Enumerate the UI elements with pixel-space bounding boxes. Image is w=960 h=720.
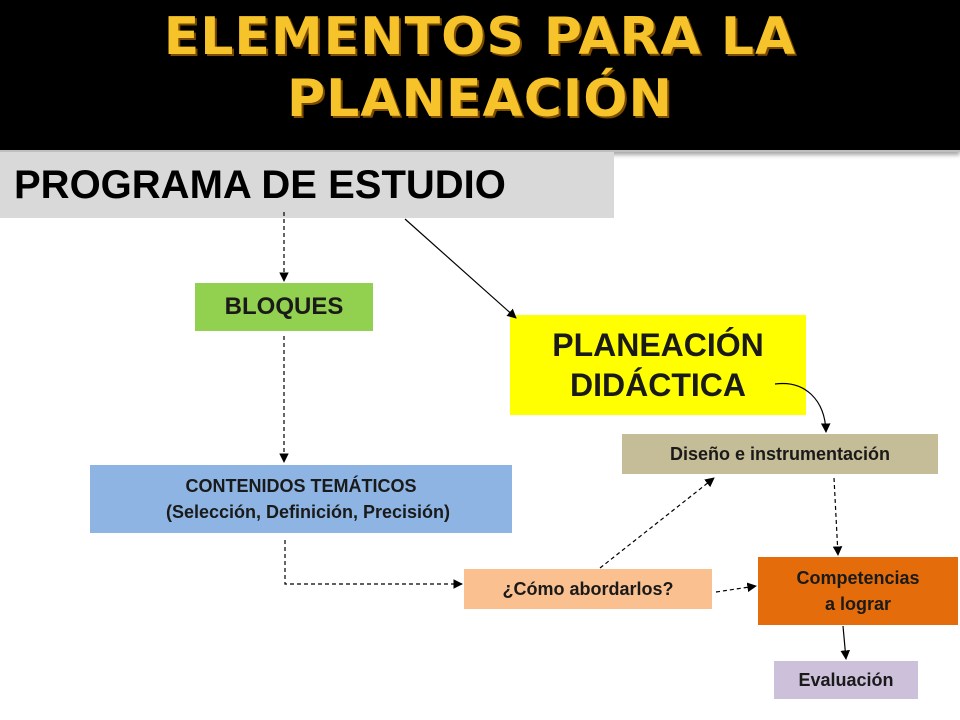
arrow-programa-to-planeacion	[404, 218, 517, 319]
planeacion-line-2: DIDÁCTICA	[570, 367, 746, 403]
programa-de-estudio-label: PROGRAMA DE ESTUDIO	[0, 152, 614, 218]
competencias-box: Competencias a lograr	[758, 557, 958, 625]
planeacion-line-1: PLANEACIÓN	[552, 327, 764, 363]
competencias-line-2: a lograr	[824, 594, 892, 614]
evaluacion-box: Evaluación	[774, 661, 918, 699]
planeacion-didactica-box: PLANEACIÓN DIDÁCTICA	[510, 315, 806, 415]
arrow-diseno-to-competencias	[832, 477, 843, 556]
arrow-como-to-diseno	[599, 477, 715, 569]
como-abordarlos-box: ¿Cómo abordarlos?	[464, 569, 712, 609]
title-line-2: PLANEACIÓN	[286, 69, 673, 129]
contenidos-line-1: CONTENIDOS TEMÁTICOS	[185, 476, 417, 496]
bloques-box: BLOQUES	[195, 283, 373, 331]
header-band: ELEMENTOS PARA LA PLANEACIÓN	[0, 0, 960, 152]
arrow-contenidos-to-como	[284, 540, 463, 589]
diseno-instrumentacion-box: Diseño e instrumentación	[622, 434, 938, 474]
arrow-competencias-to-evaluacion	[840, 625, 850, 660]
arrow-como-to-competencias	[715, 582, 757, 593]
competencias-line-1: Competencias	[796, 568, 920, 588]
contenidos-line-2: (Selección, Definición, Precisión)	[165, 502, 451, 522]
contenidos-tematicos-box: CONTENIDOS TEMÁTICOS (Selección, Definic…	[90, 465, 512, 533]
page-title: ELEMENTOS PARA LA PLANEACIÓN	[0, 6, 960, 130]
title-line-1: ELEMENTOS PARA LA	[163, 7, 797, 67]
